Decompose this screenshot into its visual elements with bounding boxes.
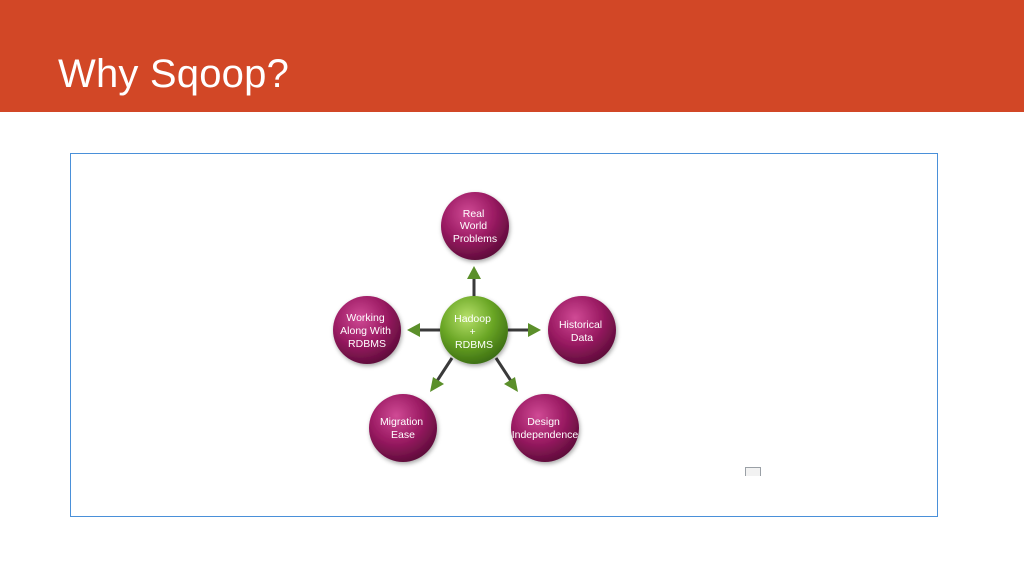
svg-text:Real World Problem: Real World Problems xyxy=(453,208,497,245)
title-bar: Why Sqoop? xyxy=(0,0,1024,112)
svg-text:Historical Data: Historical Data xyxy=(559,319,605,344)
svg-text:Hadoop + RDBMS: Hadoop + RDBMS xyxy=(454,313,494,351)
node-hadoop-rdbms-center: Hadoop + RDBMS xyxy=(440,296,508,364)
node-working-along-with-rdbms: Working Along With RDBMS xyxy=(333,296,401,364)
arrowhead-down-left xyxy=(430,377,444,392)
slide-title: Why Sqoop? xyxy=(58,52,290,96)
svg-text:Working Along With: Working Along With RDBMS xyxy=(340,312,394,350)
arrows xyxy=(407,266,541,392)
svg-text:Design Independence: Design Independence xyxy=(512,416,579,441)
svg-text:Migration Ease: Migration Ease xyxy=(380,416,426,441)
arrowhead-right xyxy=(528,323,541,337)
arrow-down-right xyxy=(494,357,513,382)
arrowhead-left xyxy=(407,323,420,337)
node-migration-ease: Migration Ease xyxy=(369,394,437,462)
arrow-down-left xyxy=(435,357,454,382)
node-historical-data: Historical Data xyxy=(548,296,616,364)
node-real-world: Real World Problems xyxy=(441,192,509,260)
embedded-object-marker xyxy=(745,467,761,476)
arrowhead-up xyxy=(467,266,481,279)
node-design-independence: Design Independence xyxy=(511,394,579,462)
arrowhead-down-right xyxy=(504,377,518,392)
